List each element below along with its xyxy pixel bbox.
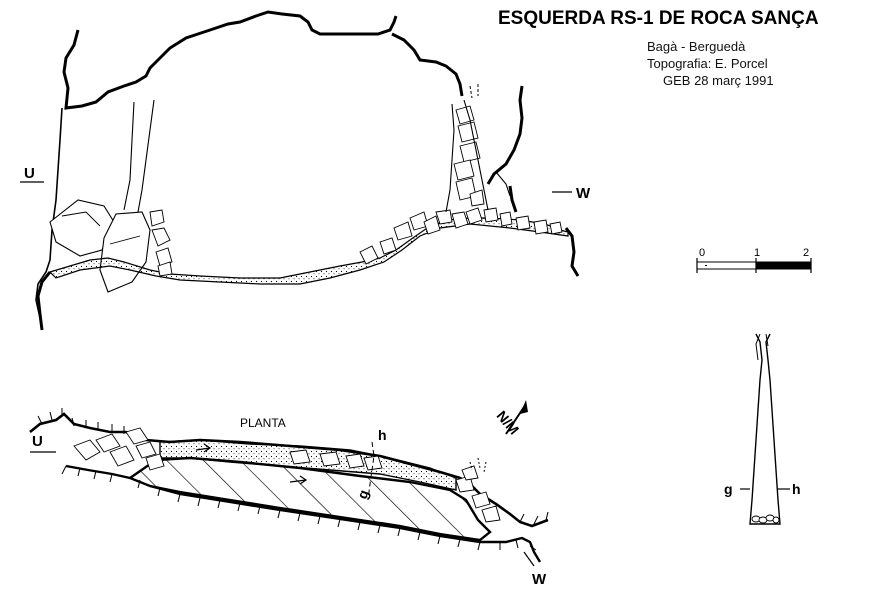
north-arrow: N/M — [494, 400, 528, 437]
profile-label-west: W — [576, 185, 591, 202]
section-label-h: h — [792, 481, 801, 497]
location-text: Bagà - Berguedà — [647, 39, 746, 54]
cave-profile: U W — [20, 10, 591, 331]
plan-title: PLANTA — [240, 416, 286, 430]
survey-title: ESQUERDA RS-1 DE ROCA SANÇA — [498, 8, 819, 29]
profile-right-wall — [486, 85, 580, 277]
scale-tick-2: 2 — [803, 247, 809, 259]
plan-label-east: U — [32, 433, 43, 450]
cave-plan: h g PLANTA U W N/M — [29, 400, 549, 588]
profile-left-wall — [35, 107, 63, 331]
cross-section: g h — [724, 333, 801, 525]
plan-label-west: W — [532, 571, 547, 588]
plan-label-h: h — [378, 427, 387, 443]
section-outline — [749, 333, 781, 525]
profile-ceiling-right — [391, 32, 464, 97]
profile-left-wall-bold — [36, 271, 52, 331]
group-date-text: GEB 28 març 1991 — [663, 73, 774, 88]
section-label-g: g — [724, 481, 733, 497]
scale-tick-1: 1 — [754, 247, 760, 259]
north-arrow-label: N/M — [494, 407, 523, 437]
profile-label-east: U — [24, 165, 35, 182]
survey-author-text: Topografia: E. Porcel — [647, 56, 768, 71]
scale-tick-0: 0 — [699, 247, 705, 259]
profile-ceiling-line — [62, 10, 398, 110]
scale-bar: 0 1 2 — [696, 247, 812, 273]
